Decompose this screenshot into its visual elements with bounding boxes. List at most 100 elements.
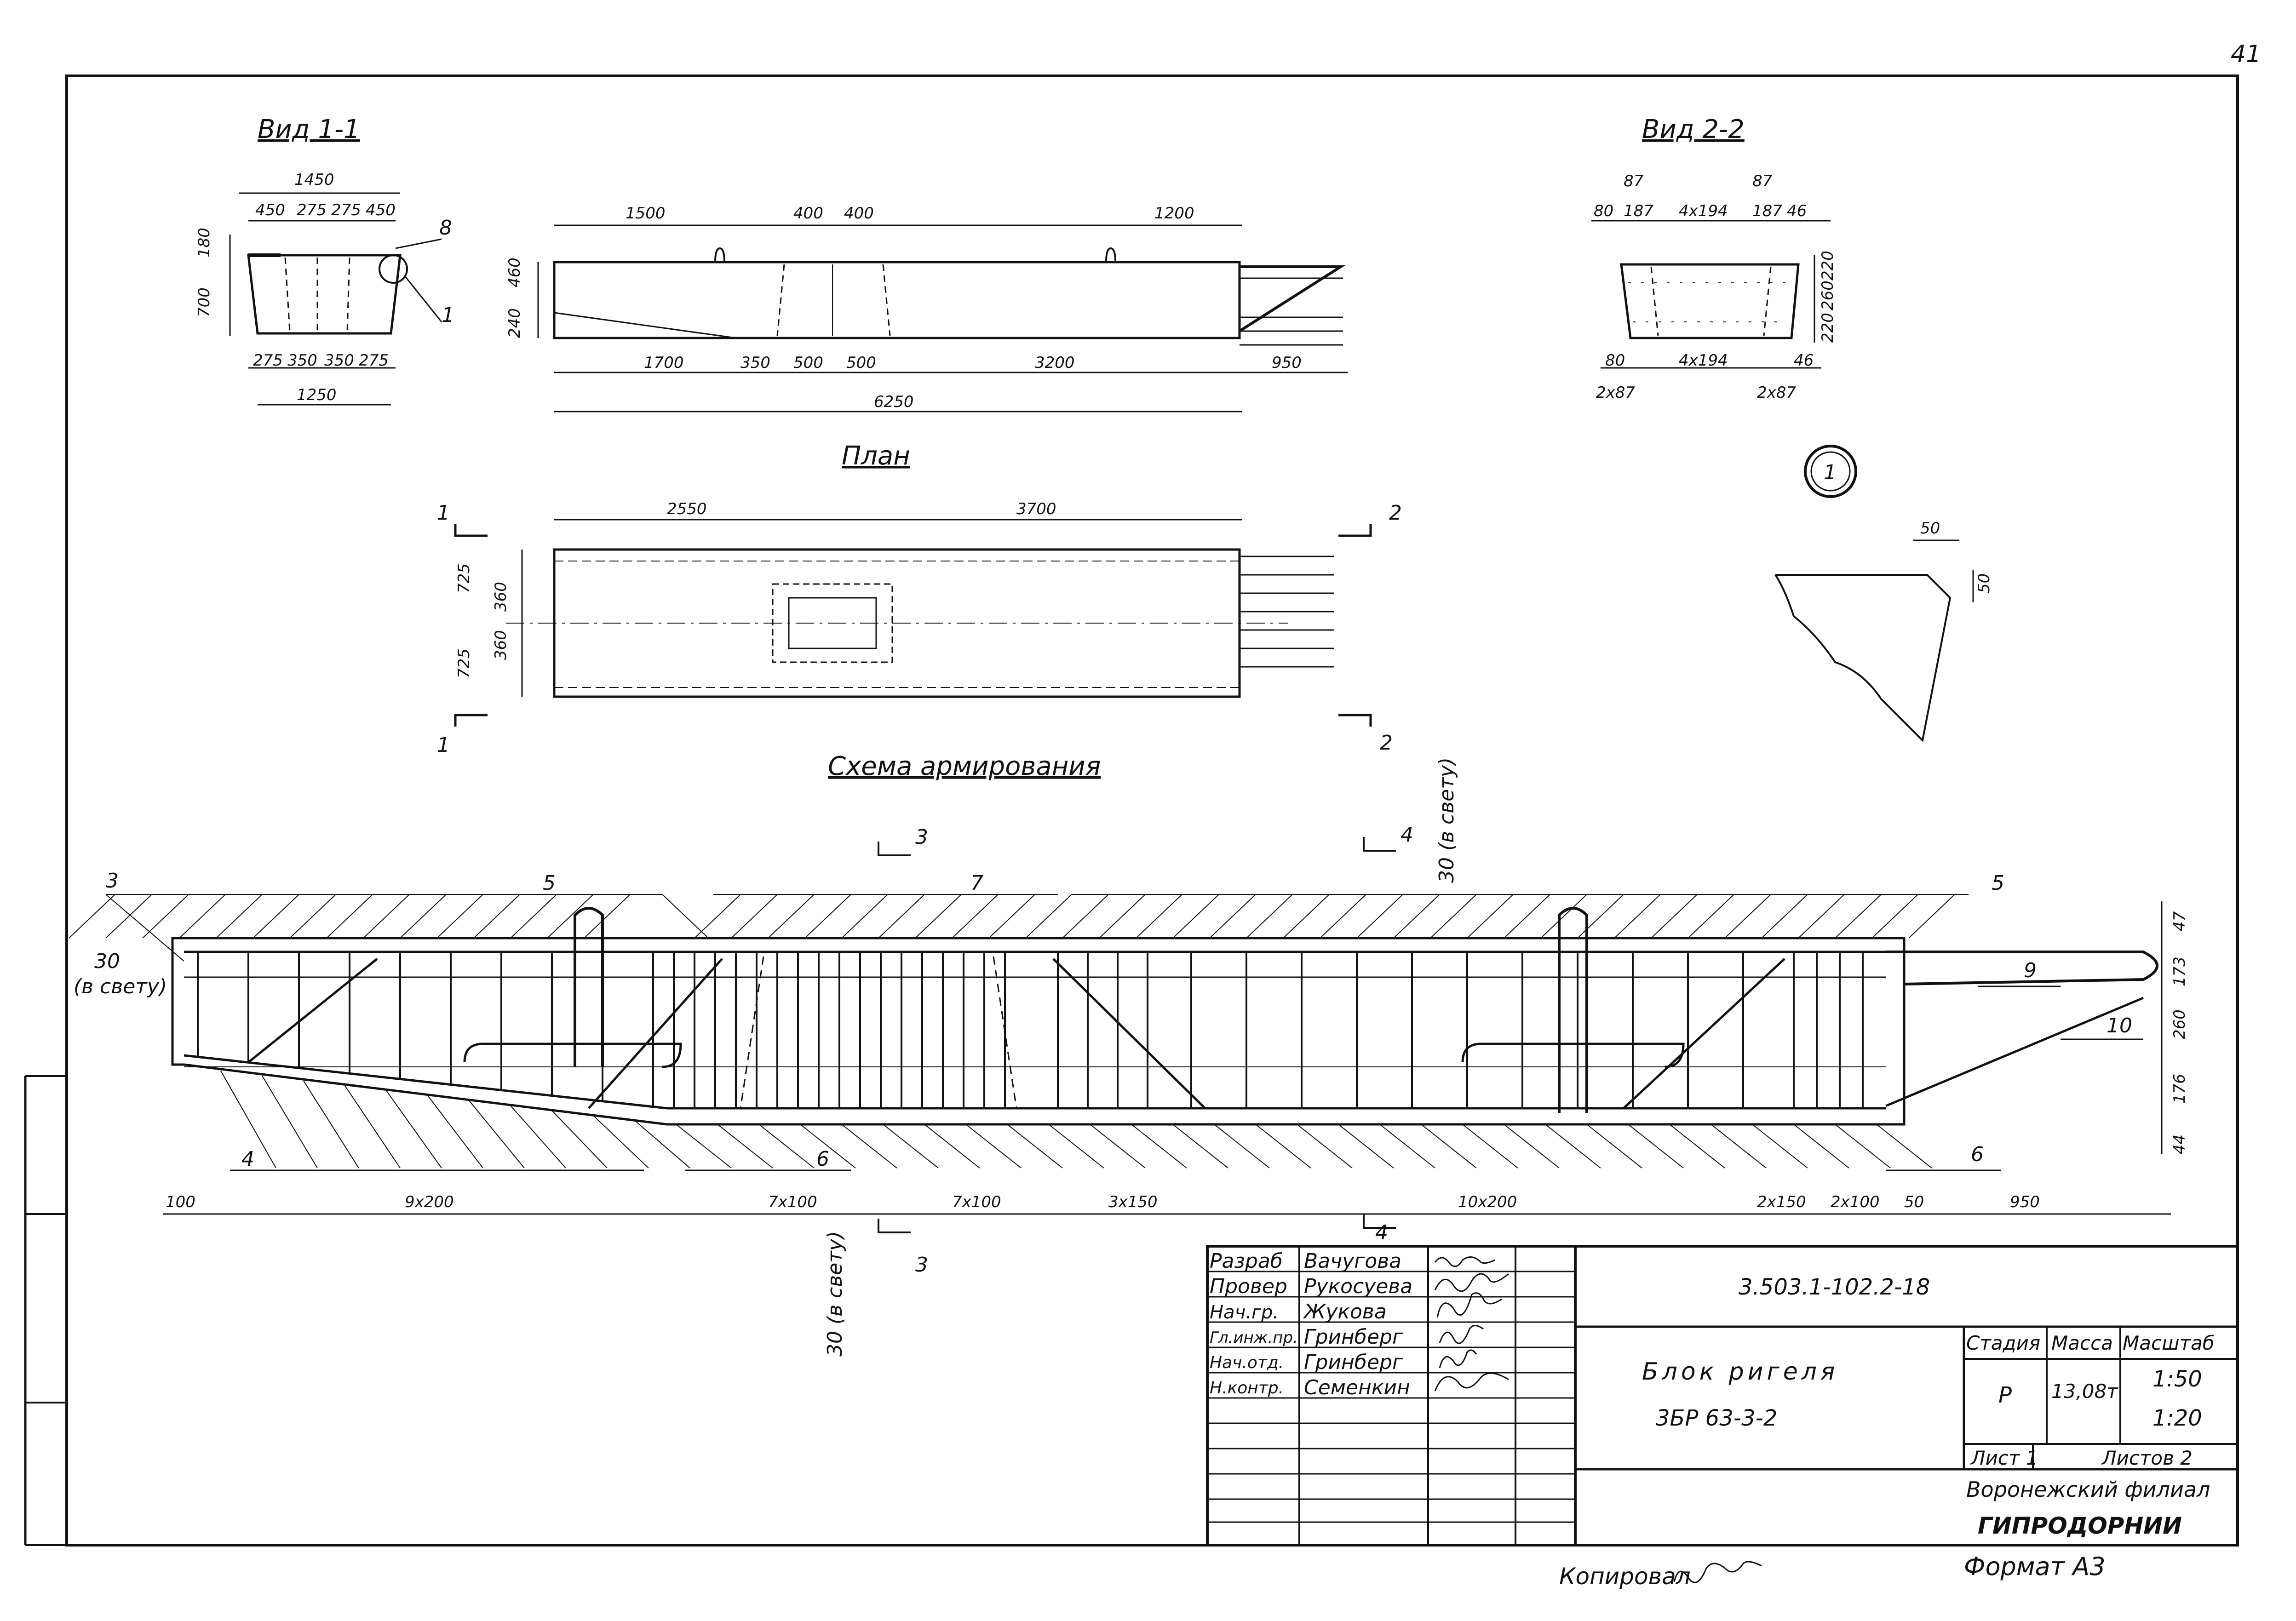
view-1-1-title: Вид 1-1 [258,115,360,144]
hatch-line [758,1124,815,1168]
mass-value: 13,08т [2051,1380,2118,1403]
callout-9: 9 [2024,959,2037,982]
col-header-stage: Стадия [1966,1332,2040,1354]
copied-label: Копировал [1559,1563,1691,1590]
plan-left-dim: 725 [455,563,473,593]
view-1-1-bottom-dim: 275 [253,351,283,370]
plan-title: План [842,441,910,471]
hatch-line [1048,1124,1104,1168]
elevation-top-dim: 1500 [626,204,666,223]
hatch-line [878,894,925,939]
hatch-line [924,1124,980,1168]
hatch-line [1214,1124,1270,1168]
hatch-line [1711,1124,1767,1168]
beam-plan: План 2550 3700 725 360 360 725 1 1 2 2 [437,441,1402,757]
role-label: Разраб [1210,1249,1283,1273]
organization-name: ГИПРОДОРНИИ [1978,1512,2182,1539]
node-1-label: 1 [1824,461,1837,484]
hatch-line [1062,894,1109,939]
doc-code: 3.503.1-102.2-18 [1739,1274,1930,1300]
person-name: Рукосуева [1304,1275,1412,1298]
hatch-line [1876,1124,1932,1168]
callout-6: 6 [816,1147,829,1171]
page-number: 41 [2231,40,2261,68]
view-2-2-bottom-dim: 80 [1605,351,1625,370]
hatch-line [804,894,851,939]
hatch-line [1025,894,1072,939]
hatch-line [1669,1124,1725,1168]
hatch-line [303,1080,359,1168]
elevation-bottom-dim: 950 [1272,354,1302,372]
hatch-line [363,894,410,939]
bottom-dim: 9x200 [405,1193,454,1211]
hatch-line [1651,894,1698,939]
bottom-dim: 2x150 [1757,1193,1806,1211]
hatch-line [262,1075,318,1168]
clear-note-vertical: 30 (в свету) [1435,757,1458,883]
plan-left-dim: 360 [492,630,510,660]
hatch-line [1379,1124,1435,1168]
person-name: Вачугова [1304,1249,1401,1273]
view-2-2-top-label: 87 [1752,172,1773,190]
col-header-scale: Масштаб [2123,1332,2215,1354]
elevation-bottom-dim: 3200 [1035,354,1075,372]
hatch-line [220,1071,276,1168]
hatch-line [1577,894,1624,939]
plan-left-dim: 360 [492,582,510,612]
elevation-top-dim: 400 [793,204,823,223]
view-1-1-top-dim: 275 [297,201,327,219]
stage-value: Р [1998,1382,2012,1408]
hatch-line [289,894,336,939]
plan-section-mark-right: 2 [1380,731,1393,755]
hatch-line [1297,1124,1353,1168]
hatch-line [1793,1124,1849,1168]
view-1-1-top-total: 1450 [294,171,334,189]
right-dim: 260 [2170,1009,2189,1039]
hatch-line [1255,1124,1311,1168]
hatch-line [1871,894,1918,939]
view-1-1-bottom-dim: 350 [324,351,354,370]
view-1-1-height-dim: 700 [195,287,213,317]
view-2-2-top-dim: 187 [1624,202,1653,220]
col-header-mass: Масса [2051,1332,2113,1354]
section-mark-3: 3 [915,1253,928,1277]
reinforcement-scheme: Схема армирования 3 3 4 4 [69,751,2189,1357]
hatch-line [1136,894,1182,939]
hatch-line [69,894,115,939]
person-name: Гринберг [1304,1351,1403,1374]
plan-section-mark-left: 1 [437,733,450,757]
hatch-line [634,1120,690,1168]
binding-strip [24,1075,67,1546]
hatch-line [1504,894,1550,939]
hatch-line [344,1085,401,1168]
clear-note-left: 30 [94,950,120,973]
view-2-2-bottom-dim: 46 [1794,351,1814,370]
hatch-line [1320,894,1366,939]
hatch-line [473,894,520,939]
plan-top-dim: 3700 [1016,500,1056,518]
role-label: Нач.отд. [1210,1353,1284,1372]
role-label: Гл.инж.пр. [1210,1329,1298,1347]
hatch-line [105,894,152,939]
hatch-line [400,894,447,939]
hatch-line [952,894,999,939]
role-label: Нач.гр. [1210,1302,1279,1323]
hatch-line [1540,894,1587,939]
callout-5: 5 [1992,871,2004,895]
hatch-line [1246,894,1293,939]
hatch-line [551,1110,608,1168]
bottom-dim: 50 [1904,1193,1924,1211]
bottom-dim: 2x100 [1831,1193,1880,1211]
hatch-line [1090,1124,1146,1168]
view-2-2-right-dim: 260 [1819,281,1837,310]
view-1-1-height-dim: 180 [195,228,213,258]
hatch-line [1761,894,1808,939]
elevation-left-dim: 240 [505,308,524,338]
hatch-line [841,1124,897,1168]
callout-4: 4 [241,1147,254,1171]
section-mark-4: 4 [1375,1221,1388,1244]
beam-elevation: 1500 400 400 1200 460 240 1700 350 500 5… [505,204,1348,412]
view-1-1: Вид 1-1 1450 450 275 275 450 1 8 180 700… [195,115,454,406]
elevation-bottom-dim: 350 [740,354,770,372]
